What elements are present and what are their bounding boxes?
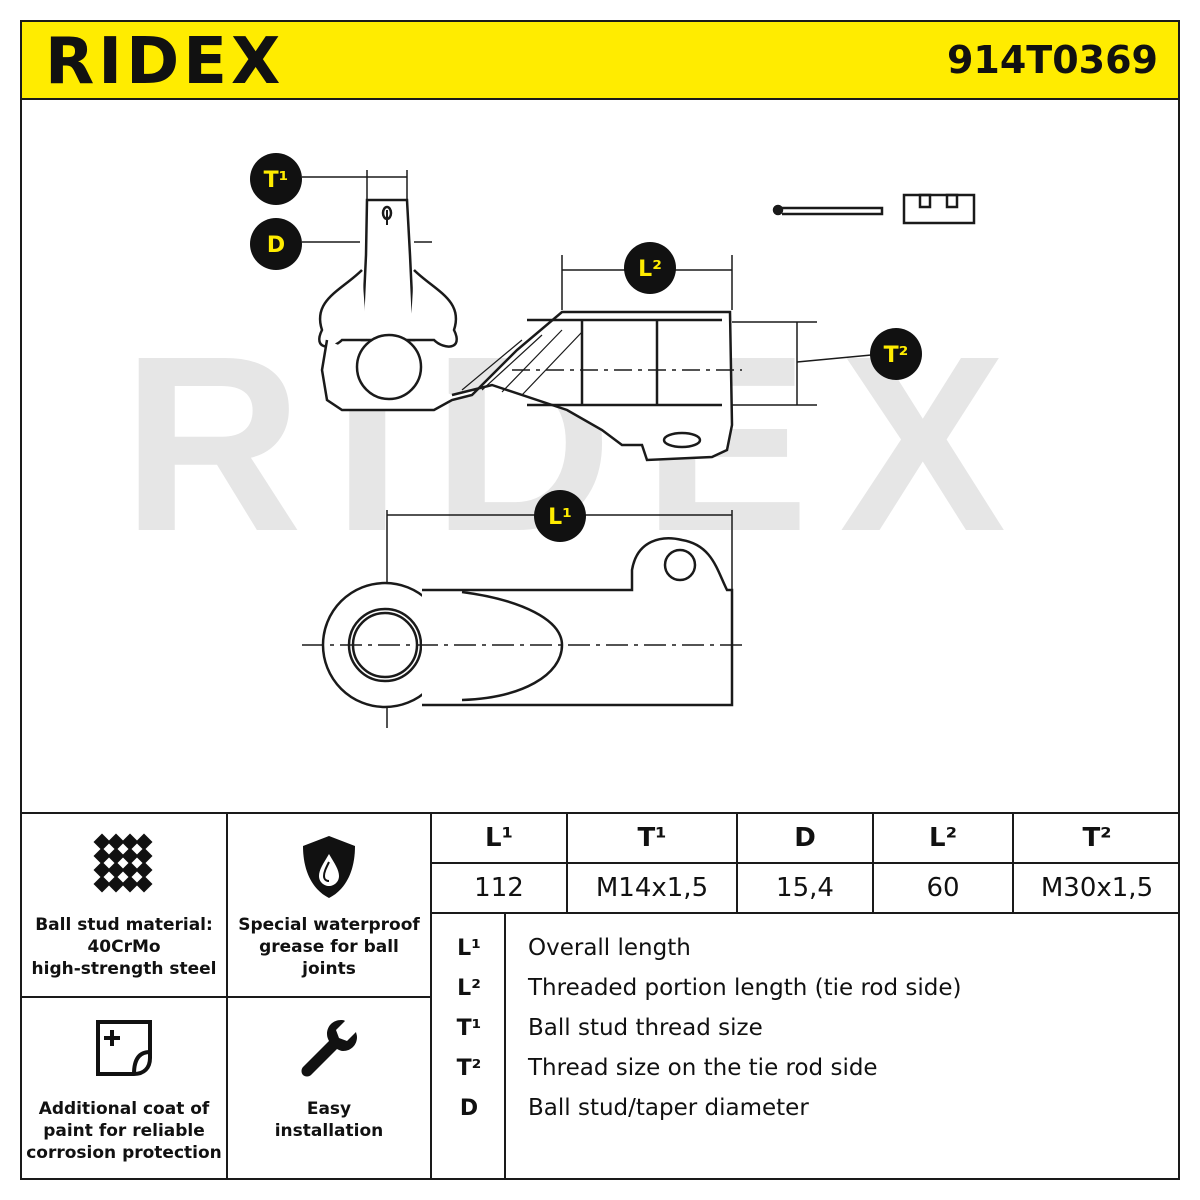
- header-bar: [20, 20, 1180, 100]
- divider-spec-head: [432, 862, 1180, 864]
- legend-key: L¹: [457, 935, 481, 961]
- feature-installation: Easy installation: [228, 998, 430, 1180]
- oil-drop-shield-icon: [303, 836, 355, 898]
- brand-logo: RIDEX: [45, 25, 285, 99]
- paint-coat-icon: [96, 1020, 152, 1076]
- divider-drawing: [20, 812, 1180, 814]
- wrench-icon: [301, 1020, 357, 1077]
- grid-dots-icon: [93, 833, 153, 893]
- label-l2: L²: [638, 257, 662, 282]
- spec-header-cell: D: [738, 814, 874, 862]
- legend-desc: Thread size on the tie rod side: [528, 1055, 878, 1081]
- spec-legend: L¹ Overall length L² Threaded portion le…: [432, 912, 1180, 1180]
- legend-row: T² Thread size on the tie rod side: [432, 1048, 878, 1088]
- divider-col1: [226, 812, 228, 1180]
- feature-ball-stud: Ball stud material: 40CrMo high-strength…: [22, 814, 226, 996]
- divider-col2: [430, 812, 432, 1180]
- label-t1: T¹: [264, 168, 289, 193]
- legend-divider: [504, 912, 506, 1180]
- spec-value-cell: 60: [874, 864, 1014, 912]
- feature-grease: Special waterproof grease for ball joint…: [228, 814, 430, 996]
- feature-text: Special waterproof grease for ball joint…: [238, 915, 420, 979]
- divider-spec-values: [432, 912, 1180, 914]
- legend-key: L²: [457, 975, 481, 1001]
- spec-header-cell: L¹: [432, 814, 568, 862]
- legend-row: L¹ Overall length: [432, 928, 691, 968]
- spec-header-cell: T¹: [568, 814, 738, 862]
- spec-header-row: L¹ T¹ D L² T²: [432, 814, 1180, 862]
- spec-value-cell: 112: [432, 864, 568, 912]
- legend-key: T¹: [456, 1015, 482, 1041]
- feature-paint: Additional coat of paint for reliable co…: [22, 998, 226, 1180]
- spec-values-row: 112 M14x1,5 15,4 60 M30x1,5: [432, 864, 1180, 912]
- spec-value-cell: M14x1,5: [568, 864, 738, 912]
- legend-desc: Overall length: [528, 935, 691, 961]
- label-d: D: [267, 233, 285, 258]
- spec-header-cell: L²: [874, 814, 1014, 862]
- label-t2: T²: [884, 343, 909, 368]
- spec-value-cell: M30x1,5: [1040, 873, 1154, 903]
- feature-text: Additional coat of paint for reliable co…: [26, 1099, 222, 1163]
- feature-text: Easy installation: [274, 1099, 384, 1141]
- legend-row: L² Threaded portion length (tie rod side…: [432, 968, 961, 1008]
- feature-text: Ball stud material: 40CrMo high-strength…: [31, 915, 217, 979]
- legend-key: D: [459, 1095, 479, 1121]
- part-number: 914T0369: [946, 38, 1158, 82]
- technical-drawing: RIDEX: [22, 100, 1178, 812]
- legend-desc: Ball stud thread size: [528, 1015, 763, 1041]
- legend-row: T¹ Ball stud thread size: [432, 1008, 763, 1048]
- legend-desc: Threaded portion length (tie rod side): [528, 975, 962, 1001]
- legend-desc: Ball stud/taper diameter: [528, 1095, 809, 1121]
- spec-header-cell: T²: [1082, 823, 1112, 853]
- legend-row: D Ball stud/taper diameter: [432, 1088, 809, 1128]
- spec-value-cell: 15,4: [738, 864, 874, 912]
- legend-key: T²: [456, 1055, 482, 1081]
- label-l1: L¹: [548, 505, 572, 530]
